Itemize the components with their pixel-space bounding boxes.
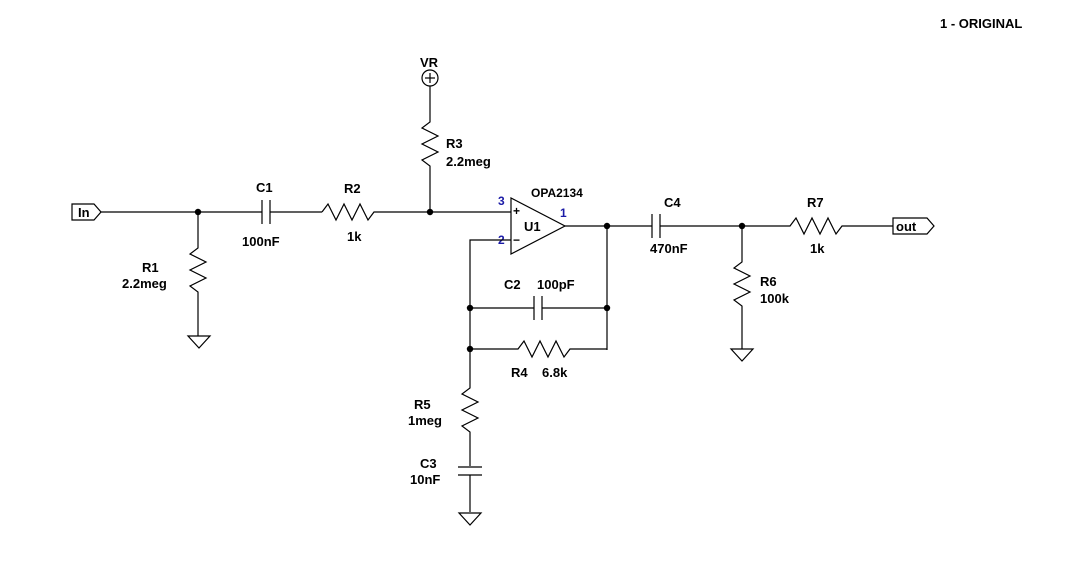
resistor-r5: R5 1meg xyxy=(408,349,480,466)
capacitor-c4: C4 470nF xyxy=(650,195,742,256)
c2-ref: C2 xyxy=(504,277,521,292)
pin-plus-number: 3 xyxy=(498,194,505,208)
c4-value: 470nF xyxy=(650,241,688,256)
r3-ref: R3 xyxy=(446,136,463,151)
r2-value: 1k xyxy=(347,229,362,244)
opamp-ref: U1 xyxy=(524,219,541,234)
capacitor-c1: C1 100nF xyxy=(198,180,322,249)
ground-icon xyxy=(729,348,755,362)
r7-ref: R7 xyxy=(807,195,824,210)
resistor-r4: R4 6.8k xyxy=(470,339,607,380)
r6-ref: R6 xyxy=(760,274,777,289)
ground-icon xyxy=(186,335,212,349)
c1-value: 100nF xyxy=(242,234,280,249)
r5-ref: R5 xyxy=(414,397,431,412)
resistor-r1: R1 2.2meg xyxy=(122,212,208,330)
opamp-minus-sign: − xyxy=(513,233,520,247)
vr-label: VR xyxy=(420,55,439,70)
resistor-r7: R7 1k xyxy=(742,195,893,256)
vr-supply: VR xyxy=(420,55,439,87)
opamp-plus-sign: + xyxy=(513,204,520,218)
opamp-part: OPA2134 xyxy=(531,186,583,200)
resistor-r2: R2 1k xyxy=(321,181,430,244)
wire-minus-input xyxy=(469,239,511,350)
c1-ref: C1 xyxy=(256,180,273,195)
ground-icon xyxy=(457,512,483,526)
output-port: out xyxy=(892,217,935,235)
input-port-label: In xyxy=(78,205,90,220)
r1-value: 2.2meg xyxy=(122,276,167,291)
output-port-label: out xyxy=(896,219,917,234)
resistor-r3: R3 2.2meg xyxy=(420,86,491,212)
input-port: In xyxy=(71,203,102,221)
c3-value: 10nF xyxy=(410,472,440,487)
schematic-title: 1 - ORIGINAL xyxy=(940,16,1022,31)
resistor-r6: R6 100k xyxy=(732,226,790,344)
r1-ref: R1 xyxy=(142,260,159,275)
capacitor-c3: C3 10nF xyxy=(410,456,482,512)
r6-value: 100k xyxy=(760,291,790,306)
c3-ref: C3 xyxy=(420,456,437,471)
capacitor-c2: C2 100pF xyxy=(470,277,607,320)
r5-value: 1meg xyxy=(408,413,442,428)
c4-ref: C4 xyxy=(664,195,681,210)
r7-value: 1k xyxy=(810,241,825,256)
pin-out-number: 1 xyxy=(560,206,567,220)
c2-value: 100pF xyxy=(537,277,575,292)
opamp-u1: + − U1 OPA2134 3 2 1 xyxy=(498,186,583,255)
r2-ref: R2 xyxy=(344,181,361,196)
r3-value: 2.2meg xyxy=(446,154,491,169)
r4-ref: R4 xyxy=(511,365,528,380)
r4-value: 6.8k xyxy=(542,365,568,380)
